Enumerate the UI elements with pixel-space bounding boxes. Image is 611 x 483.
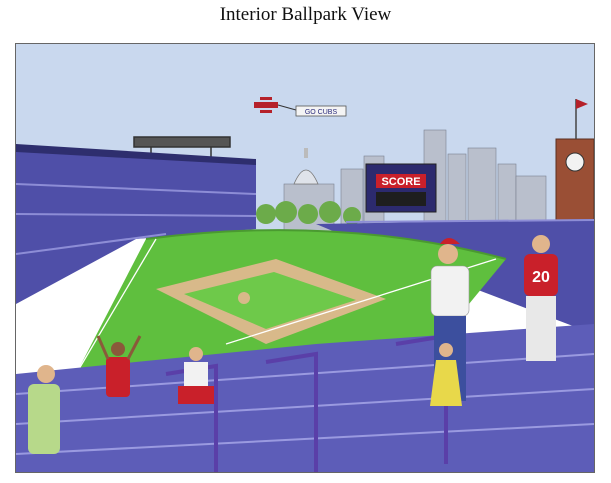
outfield-trees: [256, 201, 361, 225]
spectator-red-jersey: 20: [524, 235, 558, 361]
jersey-number: 20: [532, 269, 550, 286]
infield-dirt: [156, 259, 386, 344]
left-grandstand: [16, 144, 257, 304]
banner-text: GO CUBS: [305, 109, 338, 116]
scoreboard-text: SCORE: [381, 176, 420, 188]
vendor: [178, 347, 214, 404]
tow-banner: GO CUBS: [295, 105, 347, 117]
cheering-fan: [96, 335, 142, 397]
page-title: Interior Ballpark View: [219, 4, 392, 25]
scoreboard: SCORE: [365, 163, 437, 213]
biplane: [254, 97, 297, 113]
capitol-dome: [293, 148, 319, 185]
ballpark-illustration: GO CUBS: [15, 43, 595, 473]
spectator-yellow-dress: [430, 343, 462, 406]
spectator-green-shirt: [28, 365, 60, 454]
